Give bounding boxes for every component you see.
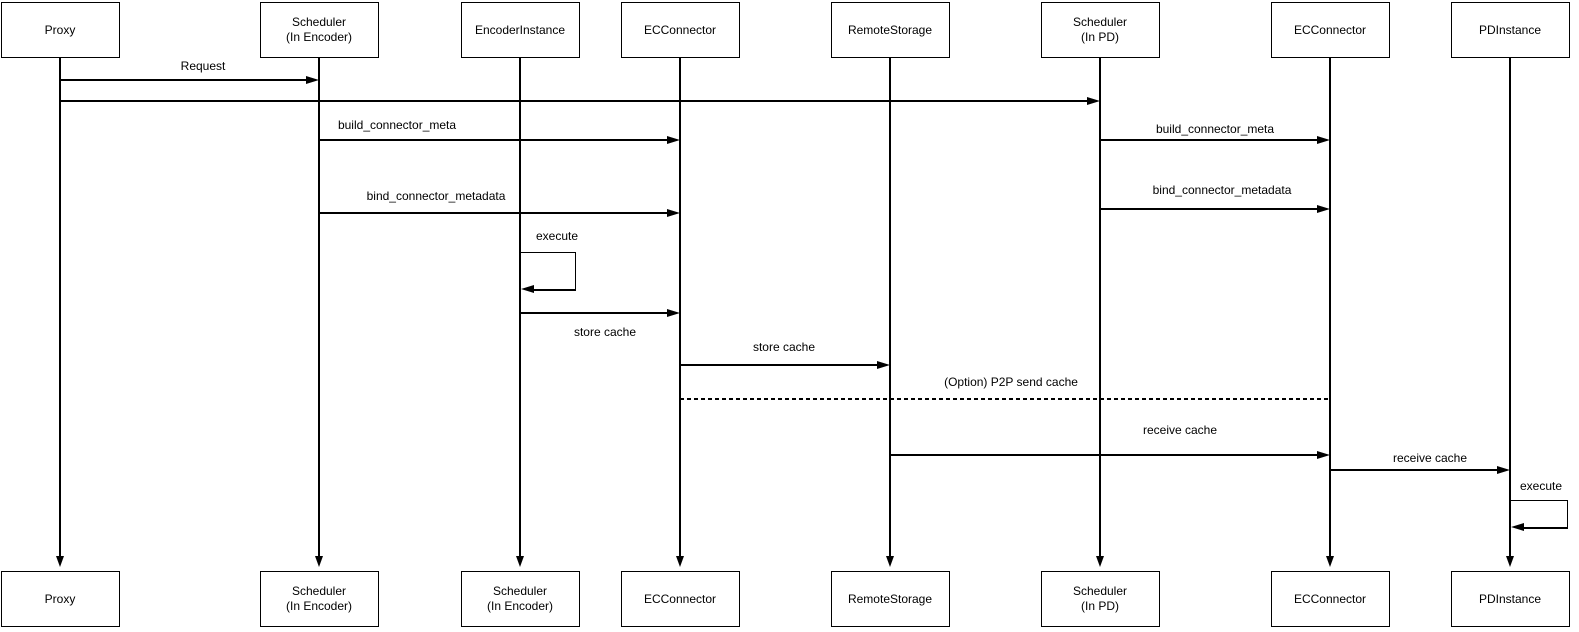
message-label-request: Request	[180, 59, 226, 73]
self-loop-execute-pd-instance-bottom	[1521, 527, 1568, 529]
self-loop-execute-encoder-instance-top	[520, 252, 576, 254]
lifeline-pd-instance-end-arrow	[1505, 556, 1514, 567]
message-line-request	[60, 79, 308, 81]
self-loop-execute-pd-instance-top	[1510, 500, 1568, 502]
participant-remote-storage-bottom-box: RemoteStorage	[830, 571, 950, 627]
lifeline-ec-connector-encoder	[679, 58, 681, 556]
participant-proxy-top-box: Proxy	[0, 2, 120, 58]
message-label-bind-connector-metadata-pd: bind_connector_metadata	[1152, 183, 1292, 197]
lifeline-encoder-instance-end-arrow	[515, 556, 524, 567]
message-label-receive-cache-pd: receive cache	[1392, 451, 1468, 465]
message-arrowhead-receive-cache-pd	[1497, 465, 1510, 474]
message-arrowhead-bind-connector-metadata-pd	[1317, 204, 1330, 213]
message-label-bind-connector-metadata-encoder: bind_connector_metadata	[366, 189, 506, 203]
participant-scheduler-in-pd-top-box: Scheduler (In PD)	[1040, 2, 1160, 58]
participant-encoder-instance-bottom-box: Scheduler (In Encoder)	[460, 571, 580, 627]
message-line-proxy-to-scheduler-pd	[60, 100, 1089, 102]
participant-scheduler-in-encoder-top-box: Scheduler (In Encoder)	[259, 2, 379, 58]
lifeline-ec-connector-pd	[1329, 58, 1331, 556]
message-line-build-connector-meta-encoder	[319, 139, 669, 141]
message-line-bind-connector-metadata-encoder	[319, 212, 669, 214]
self-loop-execute-pd-instance-right	[1566, 500, 1568, 528]
lifeline-scheduler-in-encoder-end-arrow	[314, 556, 323, 567]
participant-remote-storage-top-box: RemoteStorage	[830, 2, 950, 58]
message-line-p2p-send-cache	[680, 398, 1330, 400]
self-loop-label-execute-encoder-instance: execute	[535, 229, 579, 243]
self-loop-execute-encoder-instance-arrowhead	[521, 285, 534, 293]
message-arrowhead-request	[306, 75, 319, 84]
message-label-build-connector-meta-pd: build_connector_meta	[1155, 122, 1275, 136]
message-line-bind-connector-metadata-pd	[1100, 208, 1319, 210]
lifeline-scheduler-in-pd	[1099, 58, 1101, 556]
participant-pd-instance-top-box: PDInstance	[1450, 2, 1570, 58]
participant-ec-connector-pd-bottom-box: ECConnector	[1270, 571, 1390, 627]
lifeline-ec-connector-encoder-end-arrow	[675, 556, 684, 567]
message-arrowhead-receive-cache-remote	[1317, 450, 1330, 459]
lifeline-proxy	[59, 58, 61, 556]
participant-scheduler-in-encoder-bottom-box: Scheduler (In Encoder)	[259, 571, 379, 627]
message-line-build-connector-meta-pd	[1100, 139, 1319, 141]
participant-ec-connector-encoder-bottom-box: ECConnector	[620, 571, 740, 627]
participant-scheduler-in-pd-bottom-box: Scheduler (In PD)	[1040, 571, 1160, 627]
participant-ec-connector-encoder-top-box: ECConnector	[620, 2, 740, 58]
message-label-store-cache-remote: store cache	[752, 340, 816, 354]
self-loop-execute-pd-instance-arrowhead	[1511, 523, 1524, 531]
message-arrowhead-store-cache-remote	[877, 360, 890, 369]
message-arrowhead-bind-connector-metadata-encoder	[667, 208, 680, 217]
lifeline-scheduler-in-pd-end-arrow	[1095, 556, 1104, 567]
lifeline-ec-connector-pd-end-arrow	[1325, 556, 1334, 567]
participant-encoder-instance-top-box: EncoderInstance	[460, 2, 580, 58]
message-label-build-connector-meta-encoder: build_connector_meta	[337, 118, 457, 132]
lifeline-scheduler-in-encoder	[318, 58, 320, 556]
participant-ec-connector-pd-top-box: ECConnector	[1270, 2, 1390, 58]
message-label-store-cache-encoder: store cache	[573, 325, 637, 339]
message-line-receive-cache-pd	[1330, 469, 1499, 471]
message-arrowhead-build-connector-meta-pd	[1317, 135, 1330, 144]
message-label-receive-cache-remote: receive cache	[1142, 423, 1218, 437]
participant-proxy-bottom-box: Proxy	[0, 571, 120, 627]
lifeline-proxy-end-arrow	[55, 556, 64, 567]
lifeline-remote-storage	[889, 58, 891, 556]
message-arrowhead-proxy-to-scheduler-pd	[1087, 96, 1100, 105]
message-line-receive-cache-remote	[890, 454, 1319, 456]
message-line-store-cache-remote	[680, 364, 879, 366]
message-arrowhead-store-cache-encoder	[667, 308, 680, 317]
self-loop-label-execute-pd-instance: execute	[1519, 479, 1563, 493]
lifeline-encoder-instance	[519, 58, 521, 556]
self-loop-execute-encoder-instance-bottom	[531, 289, 576, 291]
message-line-store-cache-encoder	[520, 312, 669, 314]
self-loop-execute-encoder-instance-right	[574, 252, 576, 290]
message-arrowhead-build-connector-meta-encoder	[667, 135, 680, 144]
message-label-p2p-send-cache: (Option) P2P send cache	[944, 375, 1078, 389]
lifeline-remote-storage-end-arrow	[885, 556, 894, 567]
lifeline-pd-instance	[1509, 58, 1511, 556]
participant-pd-instance-bottom-box: PDInstance	[1450, 571, 1570, 627]
